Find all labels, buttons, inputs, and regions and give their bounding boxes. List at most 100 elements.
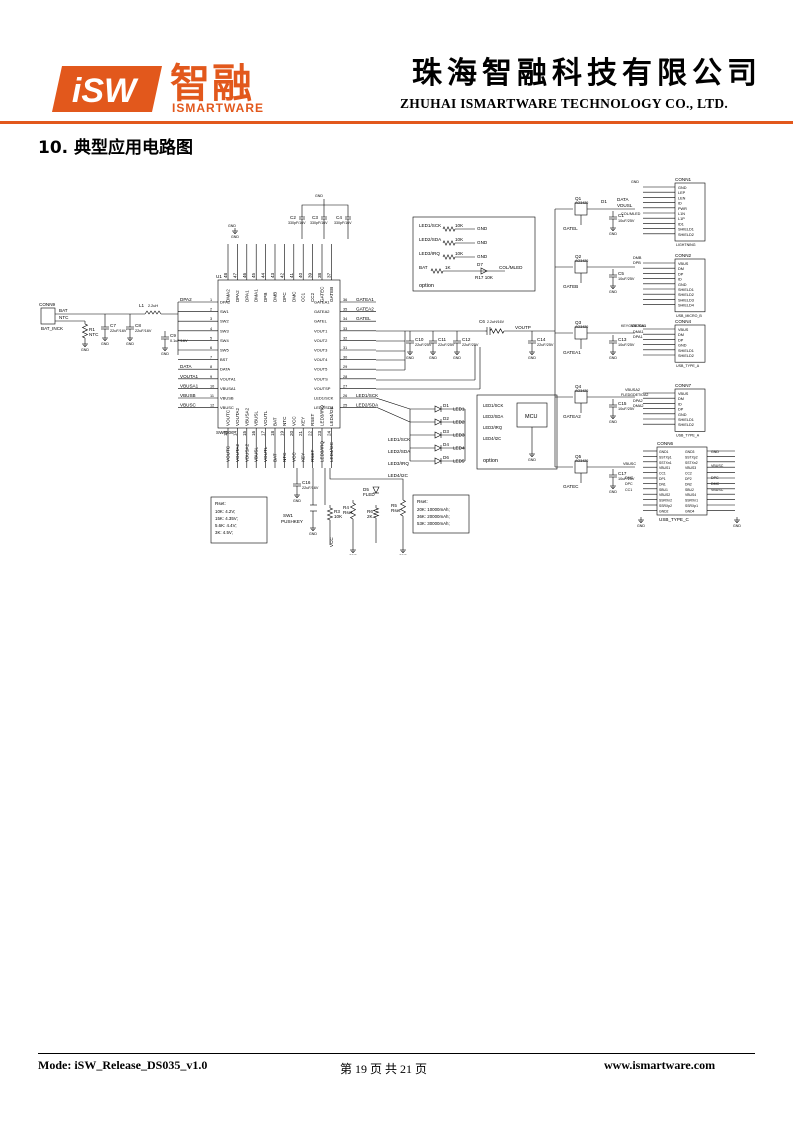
net-label: DMB: [633, 256, 642, 260]
net-label: LED2/SDA: [419, 237, 442, 242]
net-label: LED3/IRQ: [388, 461, 409, 466]
chip-net-label: GATEA2: [356, 307, 374, 312]
chip-net-label: VBUSA2: [244, 443, 249, 462]
connector-pin: SSRXp1: [685, 504, 698, 508]
connector-pin: DN2: [685, 482, 692, 486]
led-ref: D5: [363, 487, 369, 492]
rset-row: 36K: 20000mAh;: [417, 514, 450, 519]
ground-label: GND: [429, 356, 437, 360]
net-label: DMC: [625, 476, 634, 480]
chip-pin-number: 47: [232, 272, 237, 278]
connector-pin: NTC: [59, 315, 69, 320]
chip-ref: U1: [216, 274, 222, 279]
connector-pin: PWR: [678, 207, 687, 211]
chip-pin-number: 19: [279, 430, 284, 436]
chip-net-label: NTC: [282, 452, 287, 462]
resistor-body: [430, 268, 444, 274]
chip-pin-number: 2: [210, 308, 212, 312]
connector-pin: SSTXp1: [659, 455, 672, 459]
net-label: VBUSC: [711, 488, 724, 492]
chip-pin-name: DMA2: [226, 289, 231, 302]
chip-net-label: LED2/SDA: [356, 403, 379, 408]
chip-pin-name: DMA1: [254, 289, 259, 302]
chip-net-label: GATEA1: [356, 297, 374, 302]
capacitor-ref: C3: [312, 215, 318, 220]
connector-pin: SHIELD2: [678, 423, 694, 427]
connector-type: USB_TYPE_A: [676, 364, 700, 368]
ground-label: GND: [477, 240, 488, 245]
mosfet-ref: Q1: [575, 196, 582, 201]
chip-pin-number: 27: [343, 384, 347, 388]
connector-pin: DM: [678, 333, 684, 337]
chip-pin-number: 35: [343, 308, 347, 312]
section-title: 10. 典型应用电路图: [38, 138, 194, 158]
connector-pin: SSRXn1: [685, 499, 698, 503]
resistor-ref: R3: [334, 509, 340, 514]
chip-pin-name: VBUSL: [254, 410, 259, 426]
chip-pin-name: GATEL: [314, 319, 328, 324]
connector-pin: ID1: [678, 222, 684, 226]
chip-pin-name: BAT: [273, 417, 278, 426]
mosfet-part: AO3420: [575, 201, 588, 205]
chip-pin-number: 36: [343, 298, 347, 302]
ground-label: GND: [293, 499, 301, 503]
chip-pin-number: 16: [251, 430, 256, 436]
connector-pin: ID: [678, 278, 682, 282]
resistor-value: Rset: [343, 510, 353, 515]
capacitor-value: 22uF/25V: [537, 343, 554, 347]
capacitor-value: 22uF/16V: [302, 486, 319, 490]
chip-net-label: VOUTC: [226, 445, 231, 462]
chip-net-label: DATA: [180, 364, 193, 369]
resistor-body: [489, 328, 505, 334]
resistor-value: 2K: [367, 514, 374, 519]
chip-pin-name: DPA2: [235, 290, 240, 302]
chip-pin-number: 3: [210, 317, 212, 321]
chip-pin-name: DPB: [263, 293, 268, 302]
chip-net-label: VBUSB: [180, 393, 196, 398]
net-label: FLEDGDET/OA2: [621, 393, 648, 397]
chip-pin-number: 7: [210, 356, 212, 360]
connector-pin: VBUS4: [685, 493, 696, 497]
chip-net-label: RSET: [310, 450, 315, 462]
company-name-cn: 珠海智融科技有限公司: [412, 56, 762, 91]
chip-pin-number: 44: [261, 272, 266, 278]
chip-pin-number: 29: [343, 365, 347, 369]
connector-body: [674, 388, 706, 432]
net-label: GATEL: [563, 226, 578, 231]
capacitor-ref: C16: [302, 480, 311, 485]
chip-pin-name: VCC: [291, 416, 296, 426]
chip-pin-number: 41: [289, 272, 294, 278]
ground-label: GND: [161, 352, 169, 356]
ground-label: GND: [228, 224, 236, 228]
connector-section: Q1AO3420GATELC110uF/25VGNDQ2AO3420GATEBC…: [554, 177, 741, 528]
net-label: LED2/SDA: [388, 449, 411, 454]
net-label: DPB: [633, 261, 641, 265]
chip-pin-name: VOUT1: [314, 328, 328, 333]
connector-pin: SSTXn2: [685, 461, 698, 465]
chip-part-number: SW6206: [216, 430, 234, 435]
capacitor-ref: C2: [290, 215, 296, 220]
inductor-body: [144, 310, 162, 315]
net-label: LED1/SCK: [483, 403, 503, 408]
connector-type: USB_TYPE_C: [659, 517, 690, 522]
net-label: VBUSC: [623, 462, 636, 466]
connector-pin: DM: [678, 397, 684, 401]
connector-pin: VBUS1: [659, 466, 670, 470]
led-ref: D1: [443, 403, 449, 408]
net-label: LED3/IRQ: [419, 251, 440, 256]
chip-pin-number: 28: [343, 375, 347, 379]
chip-pin-name: VOUTSP: [314, 386, 331, 391]
led-ref: D4: [443, 442, 449, 447]
connector-pin: SHIELD3: [678, 298, 694, 302]
chip-pin-name: RSET: [310, 414, 315, 426]
wire: [329, 468, 404, 497]
chip-net-label: VOUTL: [263, 446, 268, 462]
capacitor-value: 10uF/25V: [618, 343, 635, 347]
page-number: 第 19 页 共 21 页: [340, 1062, 428, 1076]
capacitor-value: 330pF/16V: [310, 221, 328, 225]
led-icon: [434, 457, 442, 465]
capacitor-ref: C4: [336, 215, 342, 220]
rset-row: 5.6K: 4.4V;: [215, 523, 237, 528]
